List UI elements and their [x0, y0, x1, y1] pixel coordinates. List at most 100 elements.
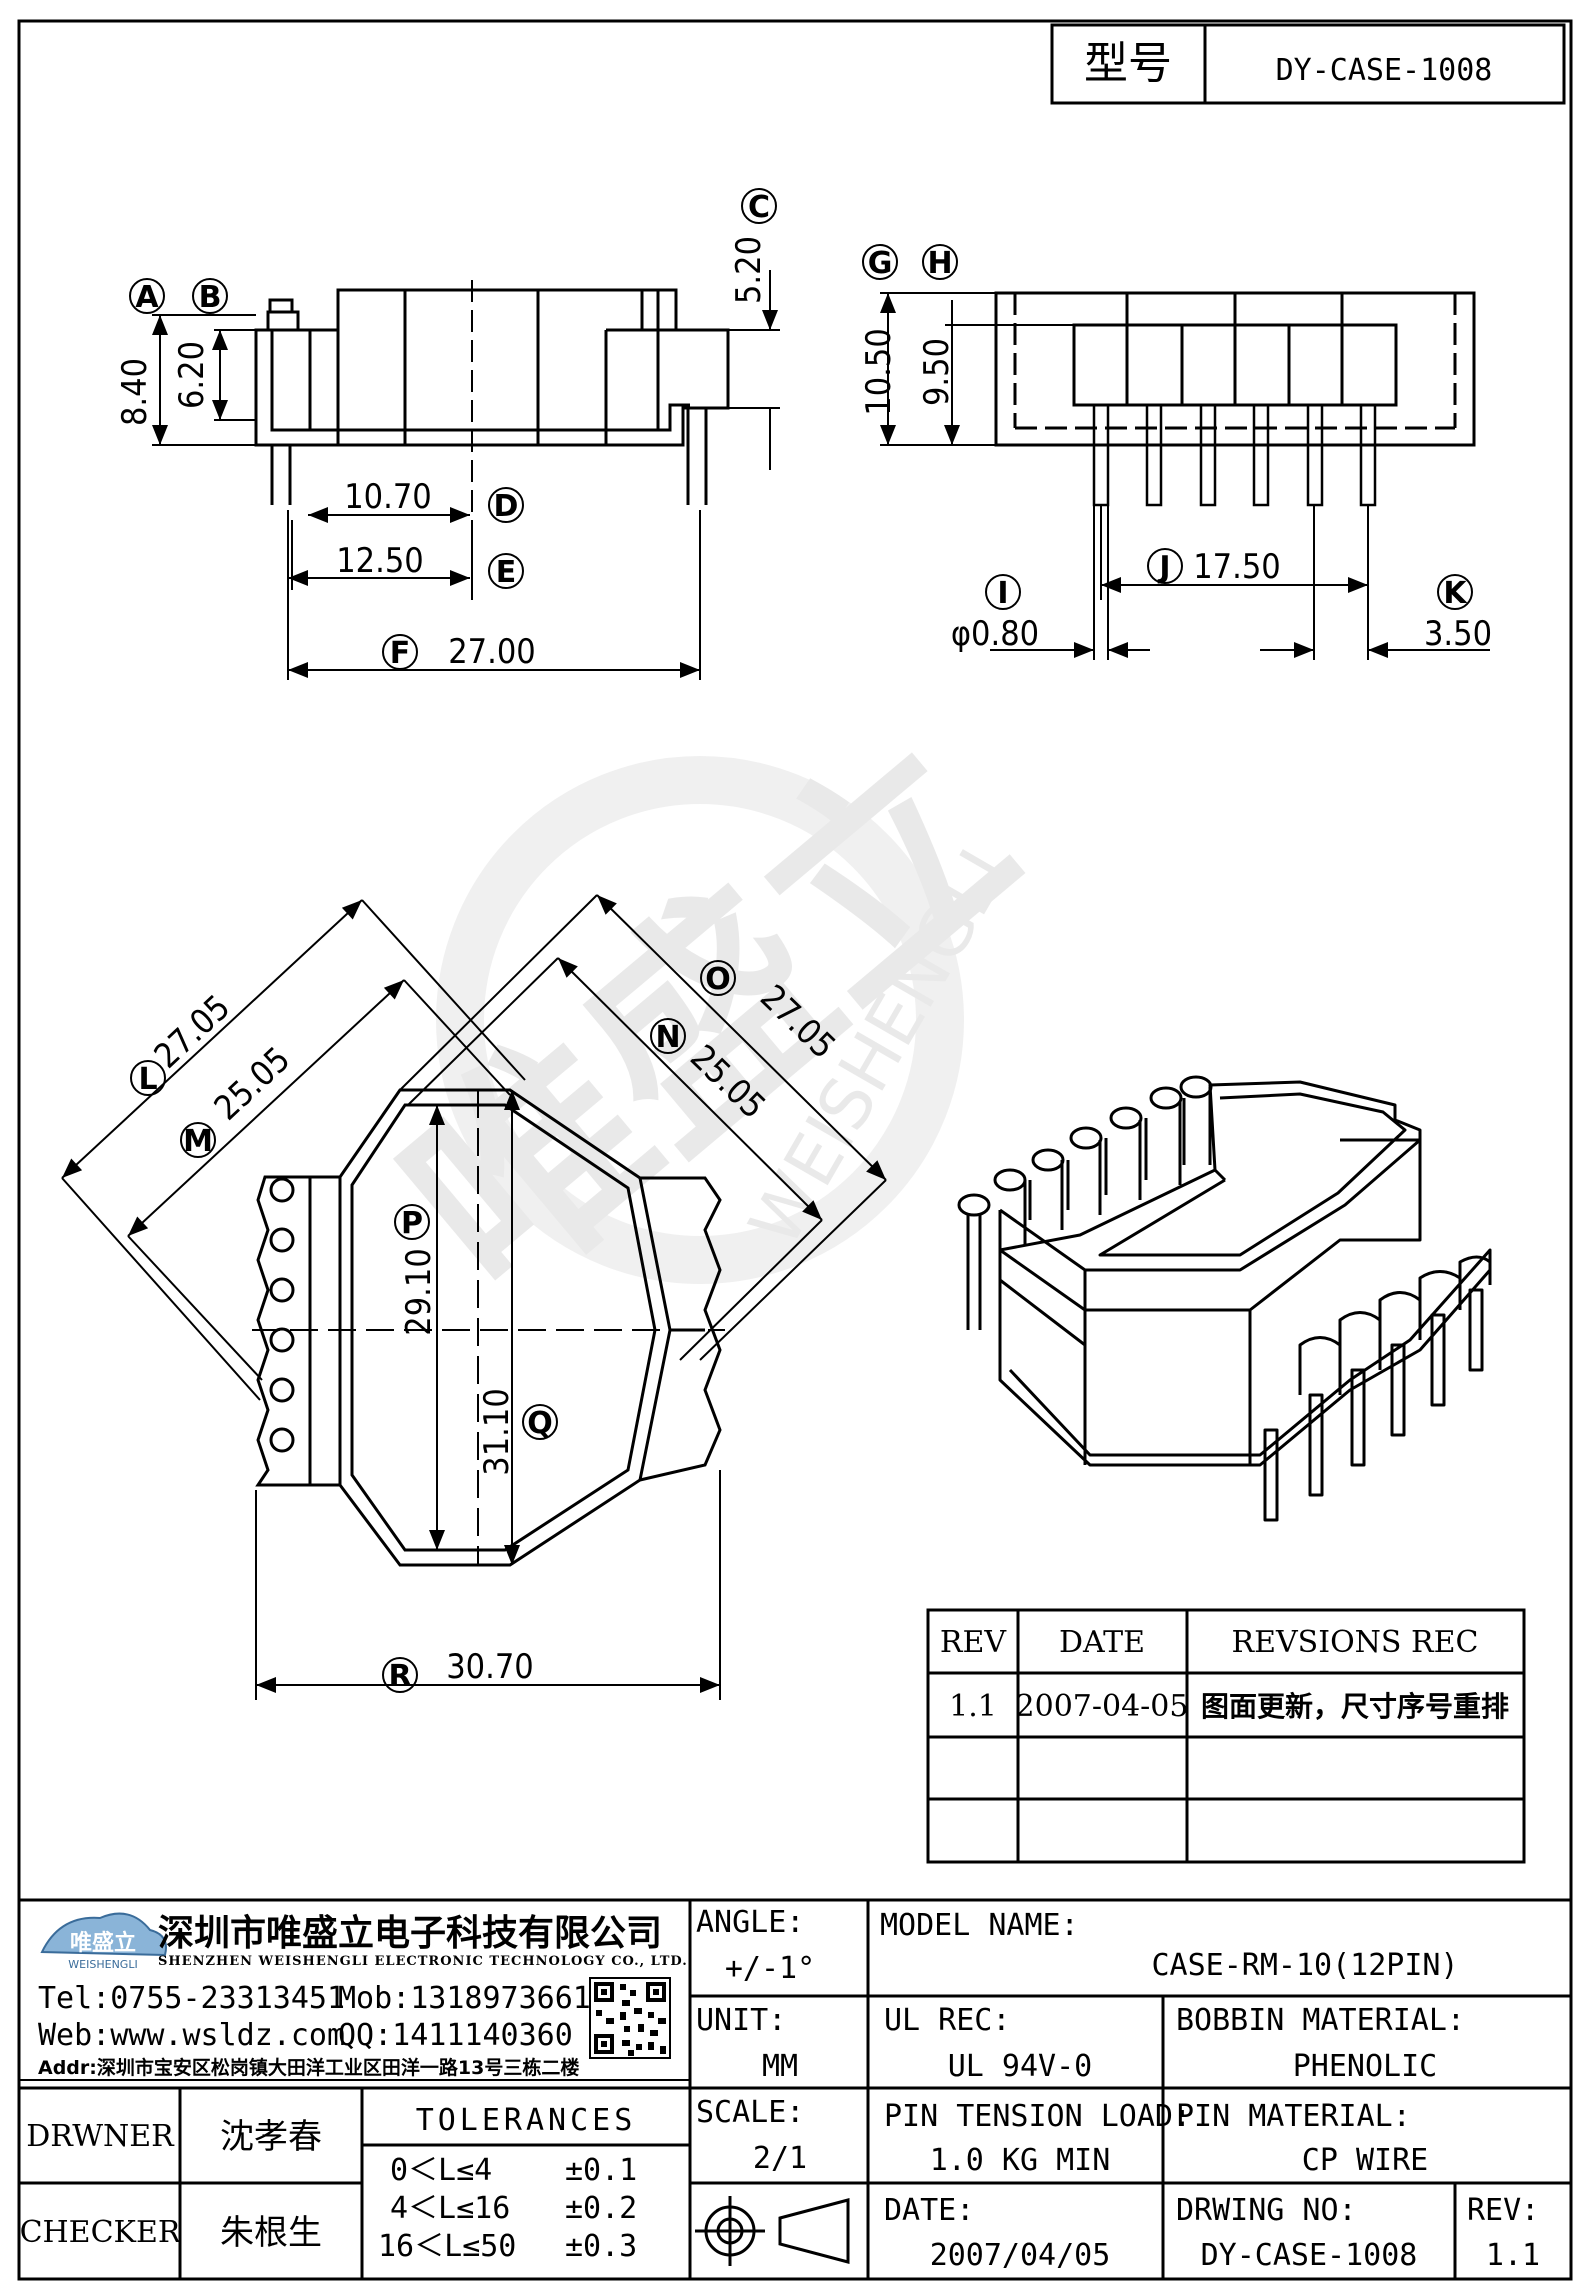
rev-row-1-date: 2007-04-05 [1016, 1689, 1189, 1724]
title-block-lines [19, 1898, 1571, 2279]
rev-row-1-rec: 图面更新，尺寸序号重排 [1201, 1690, 1509, 1723]
title-box-value: DY-CASE-1008 [1276, 53, 1493, 88]
checker-name: 朱根生 [220, 2213, 322, 2253]
scale-label: SCALE: [696, 2095, 804, 2130]
svg-text:3.50: 3.50 [1424, 614, 1492, 654]
tolerances-label: TOLERANCES [416, 2103, 637, 2138]
date-label: DATE: [884, 2193, 974, 2228]
tol1-value: ±0.1 [565, 2153, 637, 2188]
side-view [994, 291, 1476, 507]
rev-header-rec: REVSIONS REC [1232, 1625, 1479, 1660]
ul-value: UL 94V-0 [948, 2049, 1093, 2084]
top-view-dims [61, 894, 887, 1700]
svg-text:Q: Q [527, 1406, 553, 1441]
svg-text:17.50: 17.50 [1193, 547, 1281, 587]
pin-material-value: CP WIRE [1302, 2143, 1428, 2178]
svg-text:G: G [868, 246, 893, 281]
svg-text:30.70: 30.70 [446, 1647, 534, 1687]
sheet-border [17, 19, 1573, 2281]
svg-text:D: D [494, 489, 519, 524]
model-label: MODEL NAME: [880, 1908, 1079, 1943]
svg-text:O: O [705, 962, 731, 997]
svg-text:唯盛立: 唯盛立 [70, 1930, 136, 1956]
rev-header-rev: REV [940, 1625, 1007, 1660]
svg-text:25.05: 25.05 [207, 1039, 298, 1128]
front-view [254, 280, 730, 520]
pin-material-label: PIN MATERIAL: [1176, 2099, 1411, 2134]
svg-text:φ0.80: φ0.80 [951, 614, 1039, 654]
svg-text:27.00: 27.00 [448, 632, 536, 672]
company-name-en: SHENZHEN WEISHENGLI ELECTRONIC TECHNOLOG… [158, 1954, 688, 1969]
company-qq: QQ:1411140360 [338, 2018, 573, 2053]
drawer-name: 沈孝春 [220, 2117, 322, 2157]
rev-header-date: DATE [1059, 1625, 1145, 1660]
svg-text:5.20: 5.20 [729, 236, 769, 304]
angle-value: +/-1° [725, 1951, 815, 1986]
svg-text:M: M [183, 1124, 213, 1159]
svg-text:12.50: 12.50 [336, 541, 424, 581]
svg-text:L: L [138, 1062, 157, 1097]
rev-value: 1.1 [1486, 2238, 1540, 2273]
bobbin-label: BOBBIN MATERIAL: [1176, 2003, 1465, 2038]
svg-text:R: R [388, 1659, 411, 1694]
tol2-range: 4＜L≤16 [390, 2191, 510, 2226]
svg-text:E: E [496, 555, 517, 590]
projection-symbol-icon [695, 2196, 850, 2266]
svg-text:6.20: 6.20 [172, 341, 212, 409]
bobbin-value: PHENOLIC [1293, 2049, 1438, 2084]
unit-label: UNIT: [696, 2003, 786, 2038]
isometric-view [957, 1075, 1492, 1522]
angle-label: ANGLE: [696, 1905, 804, 1940]
revision-table-text: REV DATE REVSIONS REC 1.1 2007-04-05 图面更… [940, 1625, 1509, 1724]
svg-text:10.70: 10.70 [344, 477, 432, 517]
date-value: 2007/04/05 [930, 2238, 1111, 2273]
watermark: 唯盛立 WEISHENGLI [359, 696, 1059, 1344]
svg-text:31.10: 31.10 [477, 1388, 517, 1476]
tol3-value: ±0.3 [565, 2229, 637, 2264]
top-view [252, 1088, 725, 1567]
svg-text:WEISHENGLI: WEISHENGLI [68, 1958, 137, 1971]
svg-text:I: I [997, 576, 1008, 611]
rev-label: REV: [1467, 2193, 1539, 2228]
front-view-dim-text: A B C D E F 8.40 6.20 5.20 10.70 12.50 2… [115, 190, 770, 672]
svg-text:10.50: 10.50 [859, 328, 899, 416]
company-mob: Mob:13189736612 [338, 1981, 609, 2016]
pin-tension-label: PIN TENSION LOAD: [884, 2099, 1191, 2134]
company-name-cn: 深圳市唯盛立电子科技有限公司 [158, 1913, 662, 1954]
svg-text:27.05: 27.05 [147, 987, 238, 1076]
pin-tension-value: 1.0 KG MIN [930, 2143, 1111, 2178]
svg-text:K: K [1443, 576, 1468, 611]
svg-text:8.40: 8.40 [115, 358, 155, 426]
company-tel: Tel:0755-23313451 [38, 1981, 345, 2016]
qr-code [589, 1977, 671, 2059]
drawing-no-value: DY-CASE-1008 [1201, 2238, 1418, 2273]
company-addr: Addr:深圳市宝安区松岗镇大田洋工业区田洋一路13号三栋二楼 [38, 2056, 579, 2079]
svg-text:B: B [199, 280, 222, 315]
svg-text:29.10: 29.10 [399, 1248, 439, 1336]
svg-text:F: F [390, 636, 411, 671]
company-web: Web:www.wsldz.com [38, 2018, 345, 2053]
tol1-range: 0＜L≤4 [390, 2153, 492, 2188]
title-box-label: 型号 [1084, 38, 1172, 89]
drawing-no-label: DRWING NO: [1176, 2193, 1357, 2228]
model-value: CASE-RM-10(12PIN) [1151, 1948, 1458, 1983]
unit-value: MM [762, 2049, 798, 2084]
svg-text:H: H [927, 246, 952, 281]
svg-text:J: J [1157, 550, 1170, 585]
side-view-dim-text: G H I J K 10.50 9.50 φ0.80 17.50 3.50 [859, 246, 1492, 654]
tol2-value: ±0.2 [565, 2191, 637, 2226]
svg-text:N: N [655, 1020, 680, 1055]
tol3-range: 16＜L≤50 [378, 2229, 516, 2264]
rev-row-1-rev: 1.1 [949, 1689, 997, 1724]
revision-table [926, 1608, 1526, 1864]
svg-text:P: P [401, 1206, 423, 1241]
ul-label: UL REC: [884, 2003, 1010, 2038]
drawer-label: DRWNER [26, 2119, 175, 2154]
side-view-dims [862, 244, 1490, 660]
checker-label: CHECKER [20, 2215, 182, 2250]
svg-text:9.50: 9.50 [917, 338, 957, 406]
svg-text:C: C [748, 190, 770, 225]
front-view-dims [129, 188, 780, 680]
svg-text:A: A [135, 280, 159, 315]
